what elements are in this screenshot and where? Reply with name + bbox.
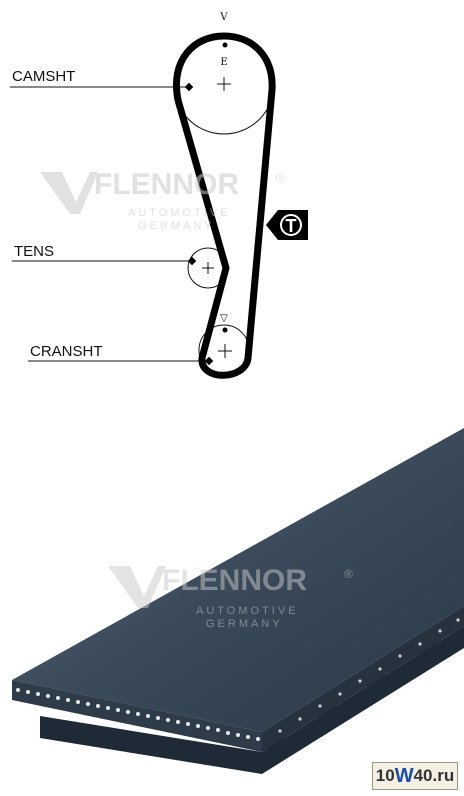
- crank-arrow-mark: ▽: [220, 313, 228, 324]
- flennor-logo-icon: [40, 172, 98, 214]
- tensioner-center-icon: [202, 262, 214, 274]
- site-logo-part2: W: [394, 764, 414, 787]
- belt-illustration: FLENNOR ® AUTOMOTIVE GERMANY: [12, 428, 464, 774]
- crankshaft-leader-end: [204, 356, 214, 366]
- routing-diagram: V E ▽ CAMSHT TENS CRANSHT T FLENNOR ® AU…: [10, 12, 308, 379]
- crankshaft-center-icon: [218, 344, 232, 358]
- watermark-line1: AUTOMOTIVE: [128, 207, 231, 219]
- watermark-bottom: FLENNOR ® AUTOMOTIVE GERMANY: [108, 564, 353, 630]
- watermark-line2-bottom: GERMANY: [206, 618, 283, 630]
- camshaft-leader-end: [184, 82, 194, 92]
- watermark-brand-bottom: FLENNOR: [162, 564, 307, 597]
- flennor-logo-icon-bottom: [108, 566, 166, 608]
- watermark-line1-bottom: AUTOMOTIVE: [196, 605, 299, 617]
- watermark-registered: ®: [276, 171, 285, 185]
- watermark-line2: GERMANY: [138, 220, 215, 232]
- crankshaft-label: CRANSHT: [30, 343, 103, 360]
- watermark-top: FLENNOR ® AUTOMOTIVE GERMANY: [40, 168, 285, 232]
- site-logo-part1: 10: [375, 766, 395, 785]
- watermark-registered-bottom: ®: [344, 567, 353, 581]
- cam-timing-dot: [222, 42, 228, 48]
- tension-side-badge: T: [266, 210, 308, 240]
- belt-top-face: [12, 428, 464, 732]
- site-logo-part3: 40: [413, 766, 433, 785]
- tensioner-label: TENS: [14, 243, 54, 260]
- belt-route: [173, 32, 276, 379]
- tensioner-leader-end: [187, 256, 197, 266]
- site-logo-part4: .ru: [432, 766, 455, 785]
- crank-timing-dot: [222, 327, 228, 333]
- camshaft-center-icon: [217, 77, 231, 91]
- camshaft-label: CAMSHT: [12, 68, 75, 85]
- belt-side-edge: [262, 606, 464, 752]
- watermark-brand: FLENNOR: [94, 168, 239, 201]
- belt-cords-side: [278, 618, 460, 733]
- belt-cords-front: [16, 688, 260, 741]
- badge-letter: T: [286, 216, 297, 236]
- top-arrow-mark: V: [219, 12, 228, 23]
- belt-front-edge: [12, 680, 262, 752]
- cam-e-mark: E: [220, 57, 227, 68]
